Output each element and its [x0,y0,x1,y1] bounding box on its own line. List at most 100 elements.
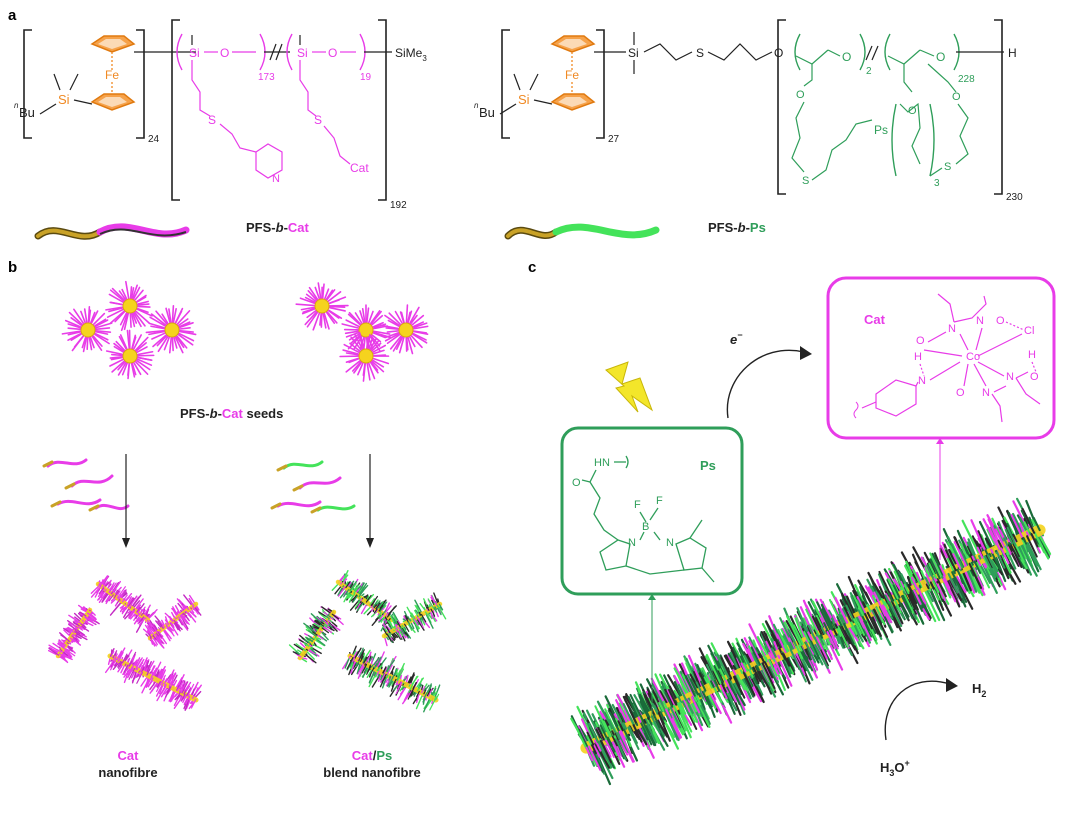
arrow-right-down [366,454,374,548]
cyclopentadienyl-ring-upper-right [551,35,595,53]
oxime-oxygen-1: O [916,335,925,347]
oxime-nitrogen-2: N [976,315,984,327]
oxygen-side-2: O [908,105,917,117]
seed-micelle [105,280,153,332]
sulfur-side-2: S [944,161,951,173]
h2-label: H2 [972,681,986,699]
oxygen-label-peg2: O [936,50,945,64]
oxygen-label-2: O [328,46,337,60]
oxygen-side-1: O [796,89,805,101]
pfs-b-ps-structure: Fe Si n Bu 27 Si S O O 2 O 228 H [474,19,1023,203]
n-prefix-label: n [14,101,19,110]
pfs-b-cat-structure: Fe Si n Bu 24 Si O 173 Si O 19 SiMe3 [14,19,427,211]
cat-nanofibre-4 [104,647,202,711]
oxygen-label-1: O [220,46,229,60]
silicon-label-2: Si [297,46,308,60]
sulfur-side-1: S [802,175,809,187]
seeds-caption: PFS-b-Cat seeds [180,406,283,421]
unimers-blend-right [270,460,356,514]
trimethylsilyl-label: SiMe3 [395,46,427,63]
cyclopentadienyl-ring-upper [91,35,135,53]
seed-micelles [61,280,429,382]
photosensitizer-box [560,426,744,596]
boron-label: B [642,521,649,533]
oxime-nitrogen-3: N [1006,371,1014,383]
pfs-b-ps-polymer-cartoon [504,223,660,240]
panel-label-c: c [528,259,536,276]
cat-box-connector-arrowhead [936,438,944,444]
nanofibres-panel-b [47,569,447,713]
electron-transfer-arrowhead [800,346,812,360]
hydronium-label: H3O+ [880,758,910,778]
blend-nanofibre-caption-bottom: blend nanofibre [323,765,421,780]
blend-nanofibre-2 [381,592,447,647]
repeat-count-228: 228 [958,74,975,85]
fluorine-label-1: F [634,499,641,511]
photosensitizer-box-title: Ps [700,458,716,473]
hydrogen-end-label: H [1008,46,1017,60]
silicon-label-1: Si [189,46,200,60]
oxime-nitrogen-4: N [982,387,990,399]
oxime-oxygen-2: O [996,315,1005,327]
bridging-hydrogen-2: H [1028,349,1036,361]
oxygen-label-peg1: O [842,50,851,64]
sulfur-label-1: S [208,113,216,127]
seed-micelle [105,329,155,380]
cobaloxime-structure: O N N O Cl H Co H O N N O N O [853,293,1041,423]
ps-box-connector-arrowhead [648,594,656,600]
repeat-count-173: 173 [258,72,275,83]
oxime-nitrogen-1: N [948,323,956,335]
oxime-oxygen-4: O [956,387,965,399]
cat-nanofibre-caption-bottom: nanofibre [98,765,157,780]
sulfur-label-2: S [314,113,322,127]
cat-nanofibre-caption-top: Cat [118,748,140,763]
cobalt-label: Co [966,351,980,363]
cat-nanofibre-1 [90,575,158,633]
butyl-label: Bu [19,105,35,120]
seed-micelle [379,304,429,355]
iron-atom-label: Fe [105,68,119,82]
cyclopentadienyl-ring-lower [91,93,135,111]
seed-micelle [61,306,113,353]
silicon-atom-label: Si [58,92,70,107]
panel-label-b: b [8,259,17,276]
hydrogen-evolution-arrowhead [946,678,958,692]
pyridine-nitrogen-coordinated: N [918,375,926,387]
pyridine-nitrogen-label: N [272,173,280,185]
silicon-atom-label-right: Si [518,92,530,107]
repeat-count-24: 24 [148,134,160,145]
repeat-count-230: 230 [1006,192,1023,203]
blend-nanofibre-large [570,497,1052,786]
repeat-count-2: 2 [866,66,872,77]
pfs-b-cat-polymer-cartoon [34,223,190,240]
seed-micelle [339,331,390,382]
blend-nanofibre-1 [331,569,397,632]
cyclopentadienyl-ring-lower-right [551,93,595,111]
iron-atom-label-right: Fe [565,68,579,82]
bridging-hydrogen-1: H [914,351,922,363]
electron-transfer-arrow [726,349,805,419]
repeat-count-192: 192 [390,200,407,211]
nitrogen-label-2: N [666,537,674,549]
repeat-count-3: 3 [934,178,940,189]
light-bolt-icon [605,361,654,413]
catalyst-box-title: Cat [864,312,886,327]
catalyst-label: Cat [350,161,369,175]
electron-label: e− [730,330,743,347]
blend-nanofibre-3 [288,606,344,664]
sulfur-linker-label: S [696,46,704,60]
blend-nanofibre-caption-top: Cat/Ps [352,748,392,763]
hydrogen-evolution-arrow [884,680,951,741]
blend-nanofibre-4 [342,645,441,713]
amide-nh-label: HN [594,457,610,469]
unimers-cat-left [42,458,130,512]
seed-micelle [295,282,349,331]
carbonyl-oxygen-label: O [572,477,581,489]
silicon-linker-label: Si [628,46,639,60]
fluorine-label-2: F [656,495,663,507]
catalyst-box [826,276,1056,440]
pfs-b-cat-name: PFS-b-Cat [246,220,310,235]
photosensitizer-side-label: Ps [874,123,888,137]
repeat-count-19: 19 [360,72,372,83]
